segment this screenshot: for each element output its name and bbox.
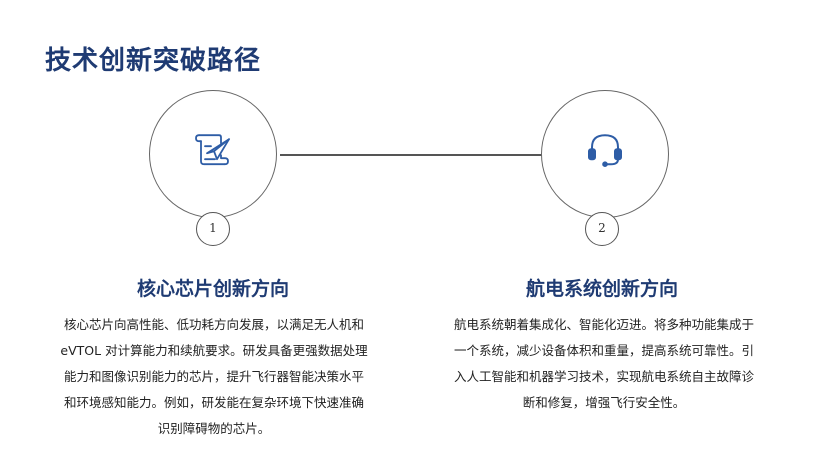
paper-plane-scroll-icon [195,134,230,166]
section-title-core-chip: 核心芯片创新方向 [136,278,289,300]
step-number-badge-2: 2 [585,212,619,246]
description-line: 航电系统朝着集成化、智能化迈进。将多种功能集成于 [453,317,754,332]
page-title: 技术创新突破路径 [45,46,262,76]
connector-line [280,154,542,156]
description-line: 能力和图像识别能力的芯片，提升飞行器智能决策水平 [63,369,364,384]
description-line: 一个系统，减少设备体积和重量，提高系统可靠性。引 [453,343,754,358]
description-line: 入人工智能和机器学习技术，实现航电系统自主故障诊 [453,369,754,384]
description-line: 断和修复，增强飞行安全性。 [522,395,686,410]
description-line: eVTOL 对计算能力和续航要求。研发具备更强数据处理 [60,343,368,358]
section-title-avionics: 航电系统创新方向 [525,278,678,300]
description-line: 和环境感知能力。例如，研发能在复杂环境下快速准确 [63,395,364,410]
description-line: 核心芯片向高性能、低功耗方向发展，以满足无人机和 [63,317,364,332]
step-circle-2 [541,90,669,218]
section-description-avionics: 航电系统朝着集成化、智能化迈进。将多种功能集成于 一个系统，减少设备体积和重量，… [420,312,788,416]
step-number-badge-1: 1 [196,212,230,246]
description-line: 识别障碍物的芯片。 [157,421,271,436]
headset-icon [588,134,622,167]
step-circle-1 [149,90,277,218]
section-description-core-chip: 核心芯片向高性能、低功耗方向发展，以满足无人机和 eVTOL 对计算能力和续航要… [30,312,398,442]
